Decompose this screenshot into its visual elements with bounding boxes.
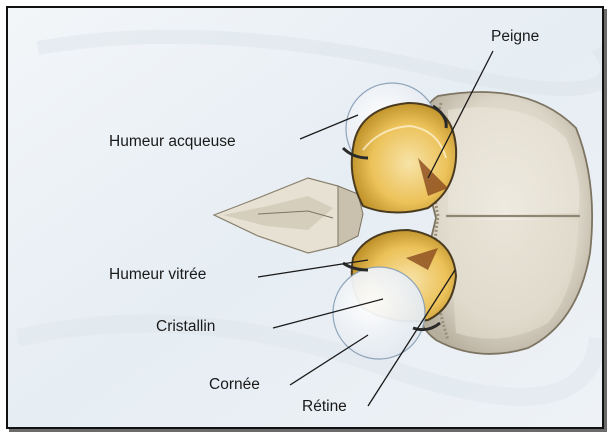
label-cornee: Cornée	[209, 377, 260, 393]
label-humeur-vitree: Humeur vitrée	[109, 267, 206, 283]
label-cristallin: Cristallin	[156, 319, 215, 335]
label-humeur-acqueuse: Humeur acqueuse	[109, 134, 236, 150]
diagram-frame: Peigne Humeur acqueuse Humeur vitrée Cri…	[6, 6, 604, 429]
label-retine: Rétine	[302, 399, 347, 415]
label-peigne: Peigne	[491, 29, 539, 45]
bird-skull-eye-illustration	[8, 8, 602, 427]
